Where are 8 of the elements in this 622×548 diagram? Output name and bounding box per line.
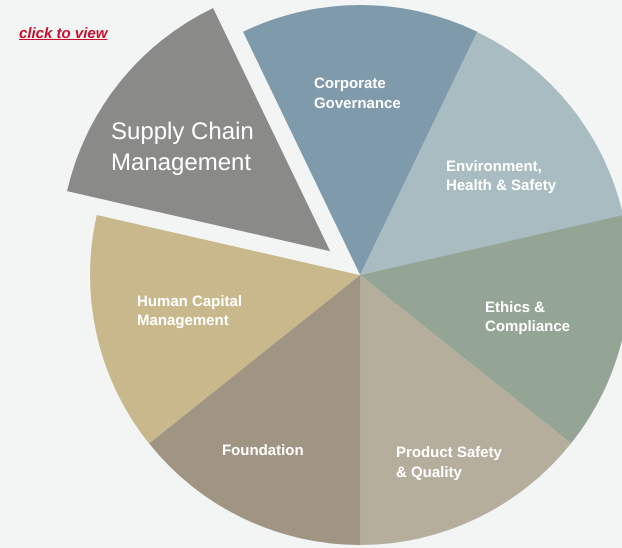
view-link: click to view <box>19 25 108 42</box>
slice-label: Human Capital Management <box>137 292 244 331</box>
slice-label: Product Safety & Quality <box>396 443 503 482</box>
slice-label: Foundation <box>222 441 305 460</box>
slice-label: Corporate Governance <box>314 74 402 113</box>
slice-label: Supply Chain Management <box>110 116 255 178</box>
slice-label: Environment, Health & Safety <box>446 156 558 196</box>
slice-label: Ethics & Compliance <box>485 298 572 337</box>
